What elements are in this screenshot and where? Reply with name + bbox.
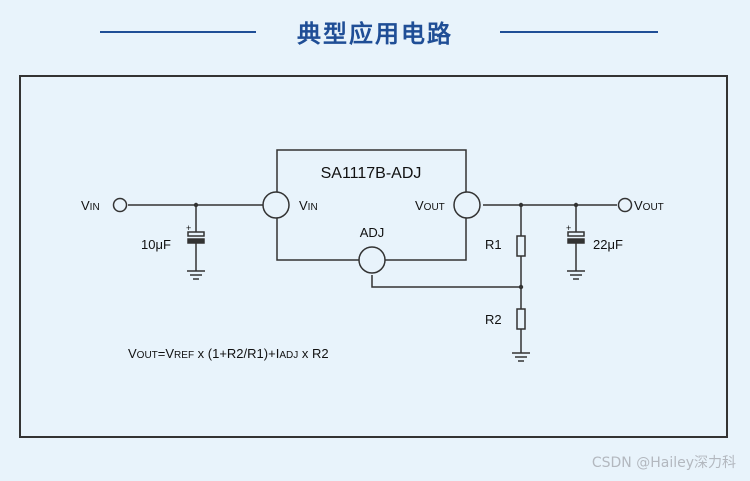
cout-plate-bottom (567, 238, 585, 244)
vin-terminal-label: VIN (81, 198, 100, 213)
cin-plate-top (187, 231, 205, 237)
formula: VOUT=VREF x (1+R2/R1)+IADJ x R2 (128, 346, 329, 361)
r1-body (516, 235, 526, 257)
pin-adj (358, 246, 386, 274)
r2-body (516, 308, 526, 330)
cin-plus-label: + (186, 223, 191, 233)
wire-adj (371, 275, 521, 288)
cout-plate-top (567, 231, 585, 237)
pin-vout (453, 191, 481, 219)
vin-pin-label: VIN (299, 198, 318, 213)
cin-plate-bottom (187, 238, 205, 244)
junction-cout (573, 202, 579, 208)
junction-cin (193, 202, 199, 208)
title-rule-right (500, 31, 658, 33)
cout-value-label: 22μF (593, 237, 623, 252)
ground-cin (187, 270, 205, 280)
cin-value-label: 10μF (141, 237, 171, 252)
ground-cout (567, 270, 585, 280)
watermark: CSDN @Hailey深力科 (591, 455, 736, 471)
junction-adj (518, 284, 524, 290)
vout-terminal-label: VOUT (634, 198, 664, 213)
junction-r1 (518, 202, 524, 208)
pin-vin (262, 191, 290, 219)
page-title: 典型应用电路 (297, 20, 453, 48)
cout-plus-label: + (566, 223, 571, 233)
terminal-vin (112, 197, 128, 213)
ground-r2 (512, 352, 530, 362)
r1-label: R1 (485, 237, 502, 252)
title-rule-left (100, 31, 256, 33)
terminal-vout (617, 197, 633, 213)
r2-label: R2 (485, 312, 502, 327)
chip-name: SA1117B-ADJ (321, 165, 422, 182)
adj-pin-label: ADJ (360, 225, 385, 240)
vout-pin-label: VOUT (415, 198, 445, 213)
